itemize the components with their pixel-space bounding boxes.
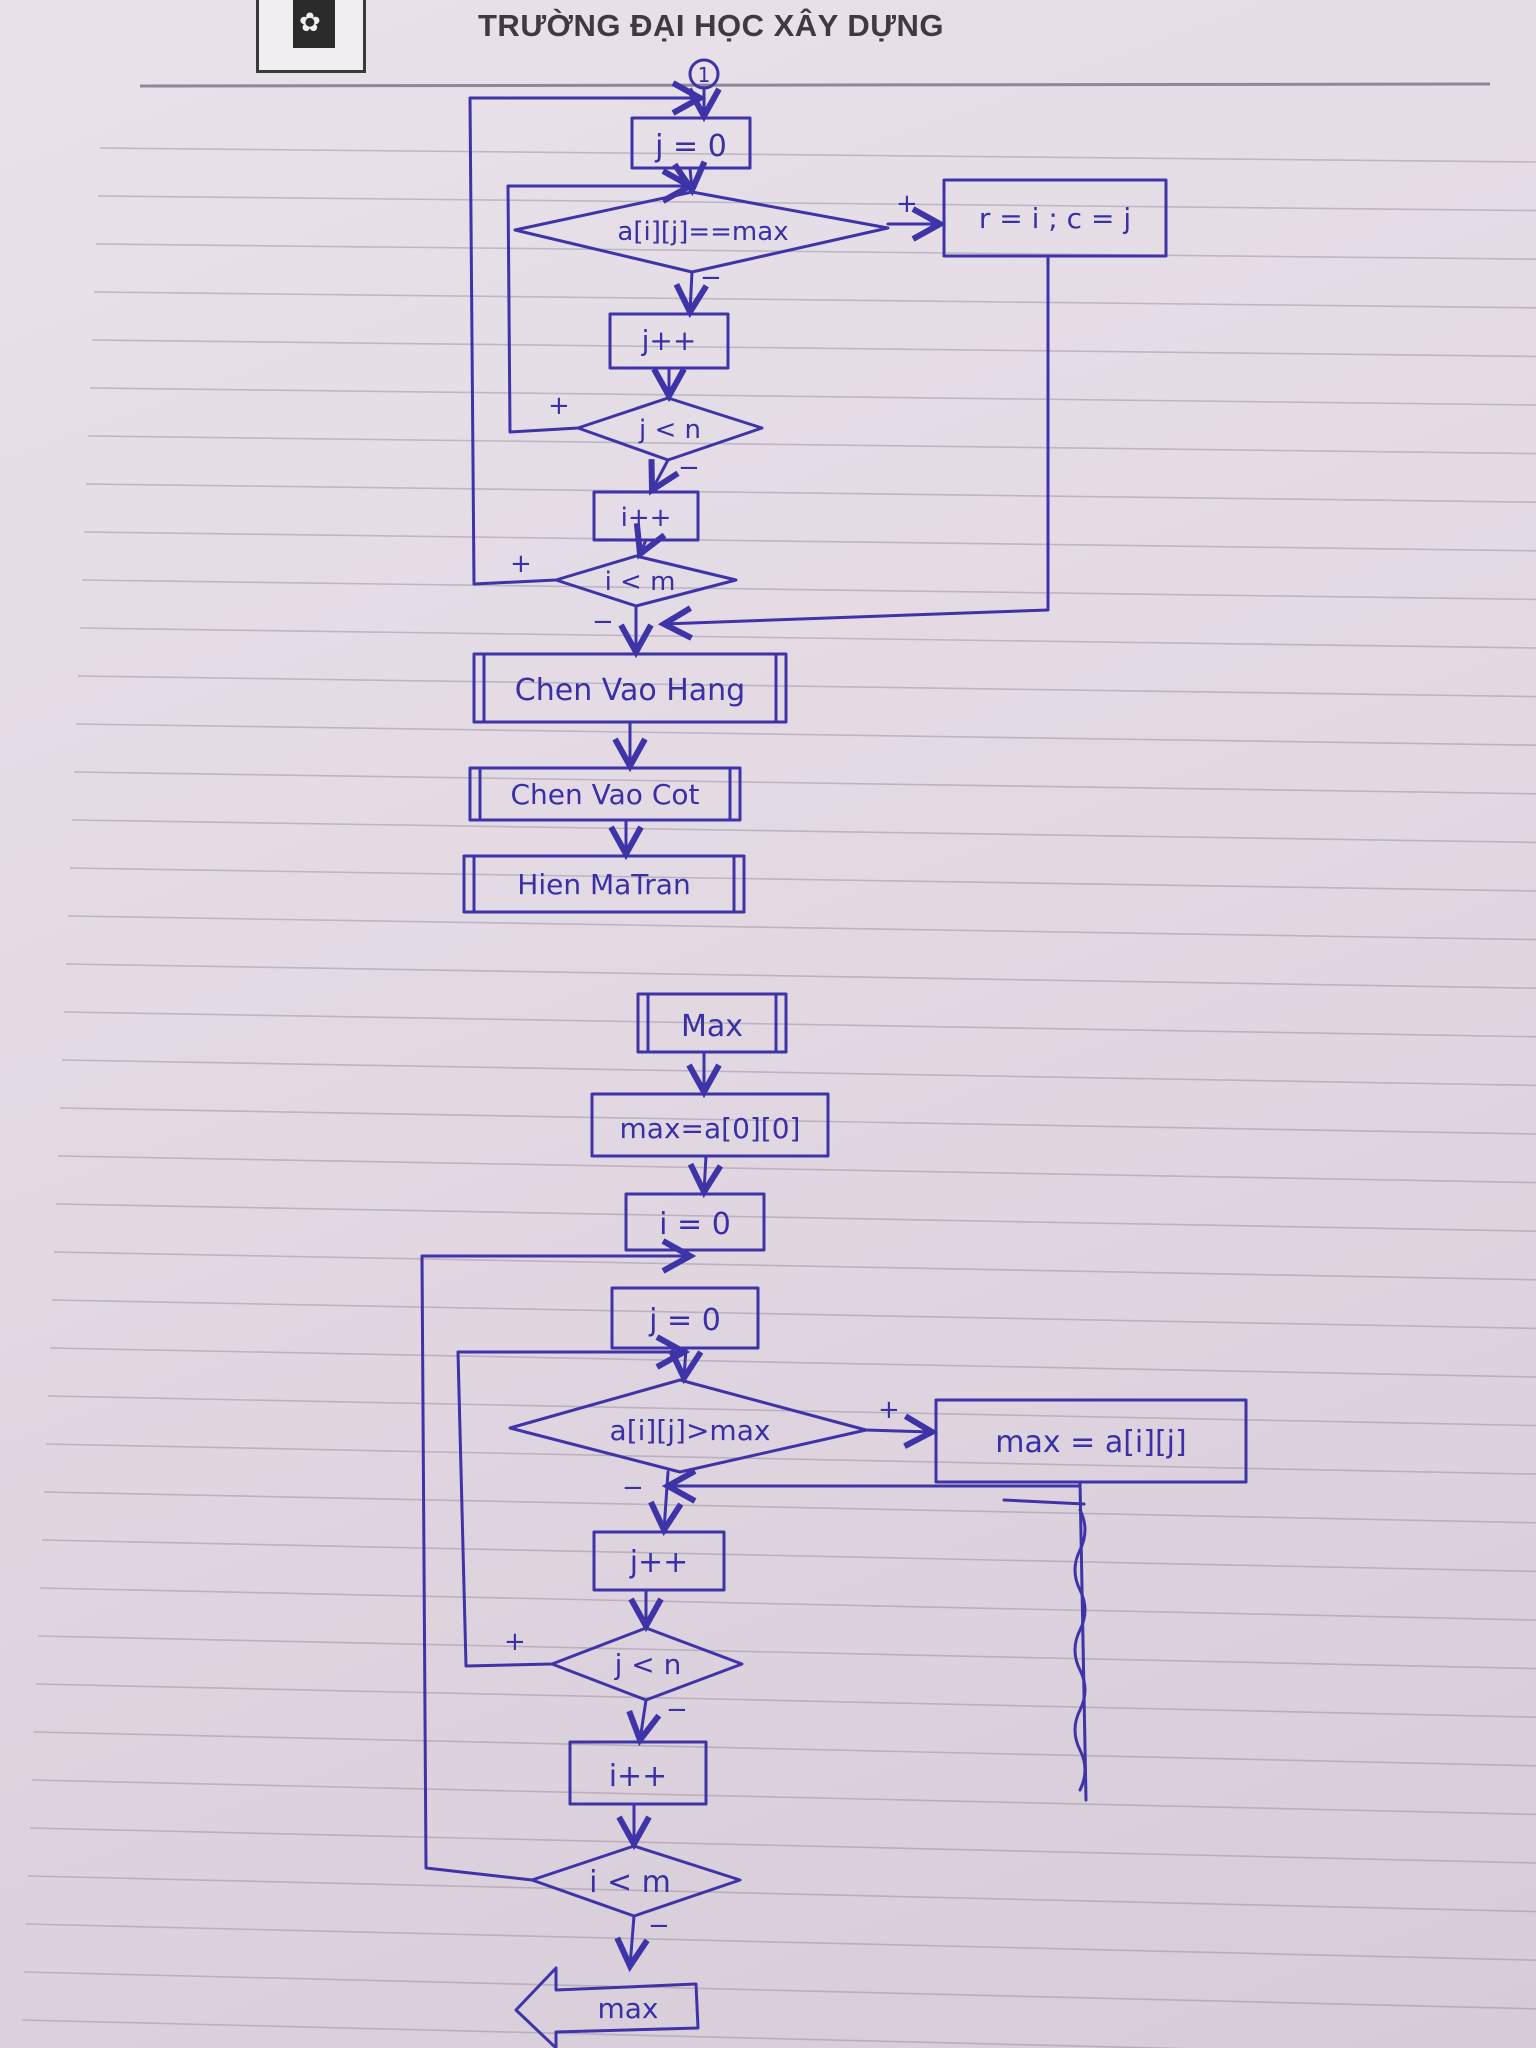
- inc-i-label: i++: [609, 1759, 668, 1794]
- ruled-line: [93, 291, 1536, 309]
- connector-label: 1: [698, 63, 711, 87]
- ruled-line: [67, 915, 1536, 941]
- func-name-label: Max: [681, 1009, 743, 1044]
- minus-mark: −: [666, 1695, 688, 1725]
- ruled-line: [21, 2019, 1188, 2048]
- minus-mark: −: [622, 1473, 644, 1503]
- ruled-line: [61, 1059, 1536, 1087]
- ruled-line: [89, 387, 1536, 406]
- cond-j-diamond: [576, 396, 764, 462]
- ruled-line: [81, 579, 1536, 601]
- flowchart-top: 1 j = 0 a[i][j]==max r = i ; c = j j++ j…: [462, 58, 1168, 914]
- cond-j-diamond: [550, 1626, 744, 1702]
- ruled-line: [51, 1299, 1536, 1330]
- ruled-line: [59, 1107, 1536, 1135]
- minus-mark: −: [648, 1911, 670, 1941]
- minus-mark: −: [700, 263, 722, 293]
- ruled-line: [45, 1443, 1536, 1475]
- ruled-line: [23, 1971, 1536, 2010]
- call-row-label: Chen Vao Hang: [515, 673, 745, 708]
- assign-rc-label: r = i ; c = j: [979, 202, 1131, 235]
- ruled-line: [91, 339, 1536, 358]
- ruled-line: [75, 723, 1536, 746]
- university-logo-icon: [256, 0, 366, 73]
- cond-equal-diamond: [513, 190, 890, 274]
- ruled-line: [85, 483, 1536, 503]
- ruled-line: [79, 627, 1536, 649]
- inc-j-label: j++: [629, 1545, 689, 1580]
- ruled-line: [55, 1203, 1536, 1232]
- inc-j-label: j++: [641, 324, 697, 357]
- plus-mark: +: [896, 189, 918, 219]
- return-label: max: [597, 1992, 658, 2025]
- ruled-line: [63, 1011, 1536, 1038]
- ruled-line: [87, 435, 1536, 455]
- minus-mark: −: [592, 607, 614, 637]
- call-show-label: Hien MaTran: [517, 868, 690, 901]
- ruled-line: [41, 1539, 1536, 1573]
- ruled-line: [37, 1635, 1536, 1670]
- ruled-line: [95, 243, 1536, 260]
- plus-mark: +: [504, 1627, 526, 1657]
- inc-i-label: i++: [621, 503, 672, 533]
- cond-j-label: j < n: [638, 415, 701, 445]
- ruled-line: [69, 867, 1536, 892]
- cond-greater-label: a[i][j]>max: [610, 1414, 771, 1447]
- ruled-line: [27, 1875, 1536, 1913]
- ruled-line: [53, 1251, 1536, 1281]
- header-institution-title: TRƯỜNG ĐẠI HỌC XÂY DỰNG: [478, 8, 944, 43]
- cond-i-diamond: [530, 1844, 742, 1918]
- ruled-line: [39, 1587, 1536, 1621]
- assign-max-label: max = a[i][j]: [995, 1425, 1186, 1460]
- call-show-box: [462, 854, 746, 914]
- ruled-line: [31, 1779, 1536, 1816]
- plus-mark: +: [548, 391, 570, 421]
- call-col-label: Chen Vao Cot: [511, 778, 700, 811]
- flowchart-bottom: Max max=a[0][0] i = 0 j = 0 a[i][j]>max …: [420, 992, 1248, 2048]
- init-max-label: max=a[0][0]: [620, 1112, 801, 1145]
- ruled-line: [97, 195, 1536, 212]
- init-j-label: j = 0: [648, 1303, 721, 1338]
- ruled-line: [43, 1491, 1536, 1524]
- ruled-line: [99, 147, 1536, 163]
- call-col-box: [468, 766, 742, 822]
- cond-j-label: j < n: [614, 1648, 682, 1681]
- ruled-line: [83, 531, 1536, 552]
- ruled-line: [25, 1923, 1536, 1961]
- ruled-line: [33, 1731, 1536, 1767]
- ruled-line: [71, 819, 1536, 844]
- ruled-line: [29, 1827, 1536, 1864]
- ruled-line: [49, 1347, 1536, 1378]
- ruled-line: [35, 1683, 1536, 1718]
- header-rule: [139, 82, 1491, 88]
- ruled-line: [73, 771, 1536, 795]
- cond-i-label: i < m: [605, 567, 676, 597]
- ruled-line: [57, 1155, 1536, 1184]
- init-i-label: i = 0: [659, 1207, 731, 1242]
- plus-mark: +: [510, 549, 532, 579]
- ruled-line: [65, 963, 1536, 989]
- return-arrow: [514, 1966, 700, 2048]
- cond-i-label: i < m: [589, 1865, 671, 1900]
- plus-mark: +: [878, 1395, 900, 1425]
- init-j-label: j = 0: [654, 129, 727, 164]
- cond-i-diamond: [554, 554, 738, 608]
- cond-equal-label: a[i][j]==max: [617, 217, 788, 247]
- ruled-line: [77, 675, 1536, 698]
- minus-mark: −: [678, 453, 700, 483]
- func-name-box: [636, 992, 788, 1054]
